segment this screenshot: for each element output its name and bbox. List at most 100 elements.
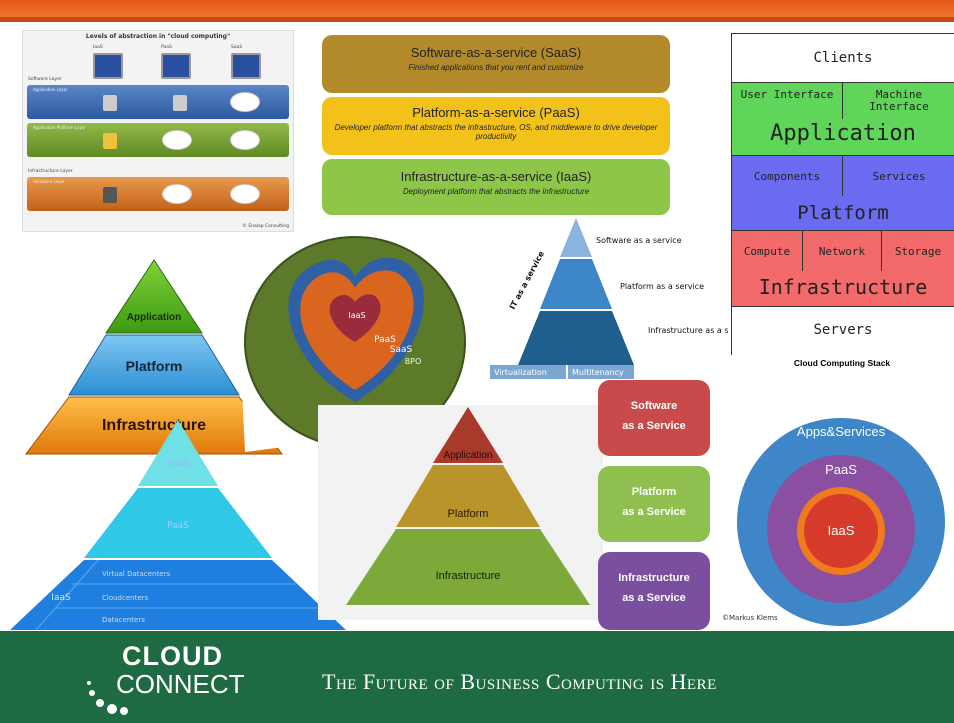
divider (842, 83, 843, 119)
circle-iaas-label: IaaS (828, 523, 855, 538)
pyramid-platform-tier (68, 334, 240, 396)
logo-connect: CONNECT (116, 669, 245, 699)
user-interface-label: User Interface (740, 88, 834, 101)
stack-platform-layer: Components Services Platform (732, 155, 954, 231)
iaas-heart (329, 294, 381, 342)
mid-application-label: Application (444, 450, 493, 461)
middle-layer-pyramid: Application Platform Infrastructure (318, 405, 603, 620)
network-label: Network (818, 245, 866, 258)
infrastructure-layer-label: Infrastructure Layer (28, 169, 73, 174)
divider (35, 559, 99, 631)
cloud-connect-logo-swoosh (87, 681, 128, 715)
tab-saas: SaaS (231, 45, 243, 50)
blue-pyramid-middle (540, 259, 612, 309)
iaas-box: Infrastructure-as-a-service (IaaS) Deplo… (322, 159, 670, 215)
machine-interface-label: Machine Interface (869, 88, 929, 113)
tile-line: as a Service (622, 420, 686, 432)
monitor-icon (161, 53, 191, 79)
services-label: Services (872, 170, 926, 183)
folder-icon (103, 133, 117, 149)
stack-clients: Clients (732, 34, 954, 82)
stack-servers: Servers (732, 306, 954, 355)
tile-line: as a Service (622, 506, 686, 518)
monitor-icon (93, 53, 123, 79)
pyramid-application-tier (105, 259, 203, 334)
divider (881, 231, 882, 271)
heart-sphere-diagram: IaaS PaaS SaaS BPO (235, 236, 475, 452)
app-icon (173, 95, 187, 111)
saas-box: Software-as-a-service (SaaS) Finished ap… (322, 35, 670, 93)
footer-tagline: The Future of Business Computing is Here (322, 669, 717, 694)
abstraction-title: Levels of abstraction in "cloud computin… (85, 33, 231, 40)
mid-infrastructure-label: Infrastructure (436, 570, 501, 582)
footer-banner: CLOUD CONNECT The Future of Business Com… (0, 631, 954, 723)
collage-credit: © Enalap Consulting (242, 224, 289, 229)
cloud-icon (231, 93, 259, 111)
cloud-icon (231, 185, 259, 203)
blue-software-label: Software as a service (596, 236, 682, 245)
virtualization-label: Virtualization (494, 368, 547, 377)
cyan-saas-label: SaaS (167, 459, 190, 469)
mid-platform-label: Platform (448, 508, 489, 520)
mid-application-tier (433, 407, 503, 463)
tile-infrastructure-as-a-service: Infrastructure as a Service (598, 552, 710, 630)
cyan-saas-tier (138, 420, 218, 486)
paas-box: Platform-as-a-service (PaaS) Developer p… (322, 97, 670, 155)
abstraction-levels-diagram: Levels of abstraction in "cloud computin… (22, 30, 294, 232)
cloud-icon (163, 131, 191, 149)
pyramid-infrastructure-tier (24, 396, 284, 455)
logo-cloud: CLOUD (122, 641, 223, 671)
heart-paas-label: PaaS (374, 335, 396, 345)
tile-line: Infrastructure (618, 572, 690, 584)
saas-heading: Software-as-a-service (SaaS) (410, 45, 582, 60)
virtual-datacenters-label: Virtual Datacenters (102, 570, 170, 578)
cloud-icon (163, 185, 191, 203)
multitenancy-bar (568, 365, 634, 379)
heart-iaas-label: IaaS (348, 311, 365, 320)
divider (842, 156, 843, 196)
mid-infrastructure-tier (346, 529, 590, 605)
cyan-paas-label: PaaS (167, 521, 189, 531)
tile-line: Platform (631, 486, 677, 498)
cyan-iaas-label: IaaS (51, 593, 71, 603)
tile-platform-as-a-service: Platform as a Service (598, 466, 710, 542)
cloud-icon (231, 131, 259, 149)
blue-pyramid-bottom (518, 311, 634, 365)
cyan-iaas-tier (10, 560, 346, 630)
iaas-circle (804, 494, 878, 568)
tile-line: as a Service (622, 592, 686, 604)
software-layer-label: Software Layer (28, 77, 62, 82)
heart-bpo-label: BPO (405, 357, 422, 366)
iaas-description: Deployment platform that abstracts the i… (402, 187, 590, 196)
mid-platform-tier (396, 465, 540, 527)
hardware-layer-label: Hardware Layer (33, 179, 65, 184)
apps-services-label: Apps&Services (797, 424, 886, 439)
blue-pyramid-top (560, 218, 592, 257)
app-icon (103, 95, 117, 111)
platform-layer-label: Application Platform Layer (33, 125, 86, 130)
left-layer-pyramid: Application Platform Infrastructure (24, 259, 284, 455)
tiles-credit: ©Markus Klems (722, 614, 778, 622)
datacenters-label: Datacenters (102, 616, 145, 624)
cloudcenters-label: Cloudcenters (102, 594, 149, 602)
tab-iaas: IaaS (93, 45, 103, 50)
tile-software-as-a-service: Software as a Service (598, 380, 710, 456)
it-as-a-service-label: IT as a service (508, 249, 547, 311)
paas-description: Developer platform that abstracts the in… (334, 123, 658, 141)
paas-heading: Platform-as-a-service (PaaS) (412, 105, 580, 120)
cyan-layer-pyramid: SaaS PaaS IaaS Virtual Datacenters Cloud… (10, 420, 346, 631)
top-accent-bar (0, 0, 954, 22)
monitor-icon (231, 53, 261, 79)
components-label: Components (753, 170, 821, 183)
stack-infrastructure-layer: Compute Network Storage Infrastructure (732, 230, 954, 307)
iaas-heading: Infrastructure-as-a-service (IaaS) (400, 169, 592, 184)
storage-label: Storage (894, 245, 942, 258)
blue-infrastructure-label: Infrastructure as a service (648, 326, 728, 335)
blue-service-pyramid: Virtualization Multitenancy Software as … (490, 218, 728, 379)
nested-circles-diagram: Apps&Services PaaS IaaS (737, 418, 945, 626)
stack-application-layer: User Interface Machine Interface Applica… (732, 82, 954, 156)
cyan-paas-tier (84, 488, 272, 558)
compute-label: Compute (743, 245, 791, 258)
top-accent-line (0, 17, 954, 22)
server-icon (103, 187, 117, 203)
